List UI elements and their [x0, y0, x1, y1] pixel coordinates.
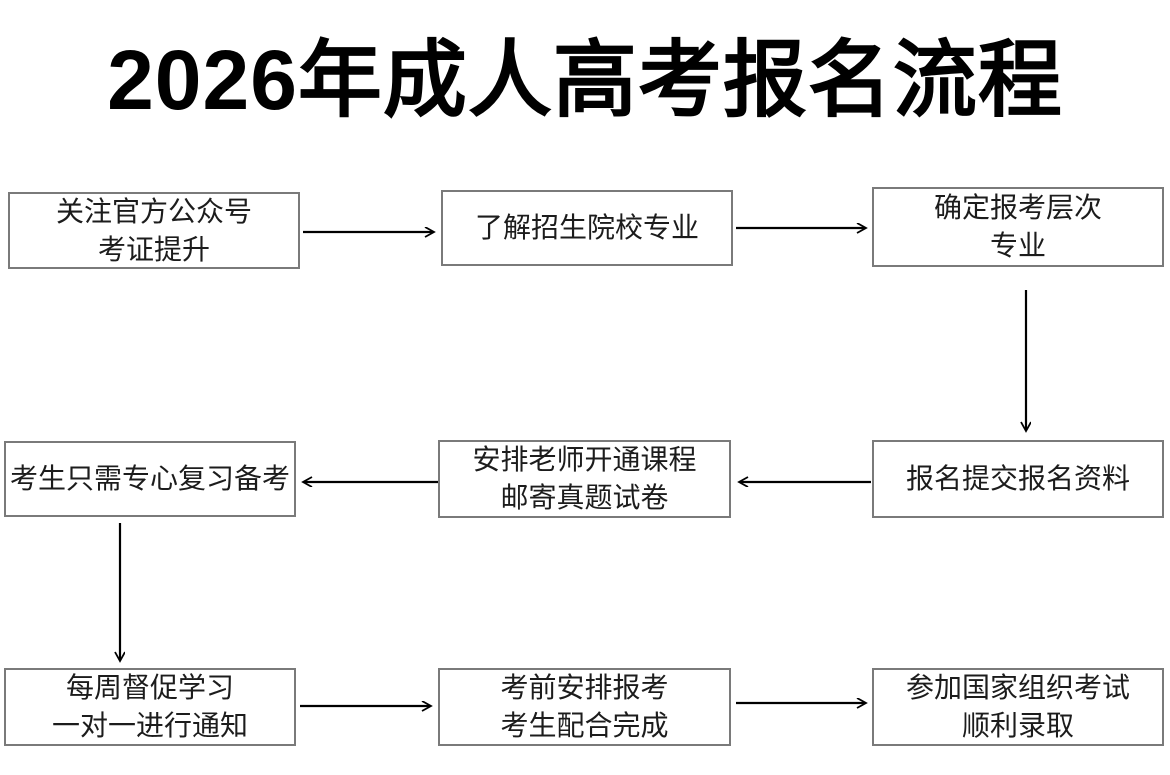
flow-step-7-line-1: 每周督促学习	[65, 672, 234, 703]
flow-step-1-line-1: 关注官方公众号	[55, 195, 252, 227]
flow-step-8-line-2: 考生配合完成	[500, 710, 669, 741]
flow-step-5-line-2: 邮寄真题试卷	[500, 482, 669, 513]
flow-step-5: 安排老师开通课程 邮寄真题试卷	[438, 440, 731, 518]
flow-step-1-line-2: 考证提升	[97, 233, 210, 265]
flow-step-5-line-1: 安排老师开通课程	[472, 444, 697, 475]
flow-step-7: 每周督促学习 一对一进行通知	[4, 668, 296, 746]
flow-step-9-line-1: 参加国家组织考试	[905, 672, 1130, 703]
flow-step-4: 报名提交报名资料	[872, 440, 1164, 518]
flow-step-1: 关注官方公众号 考证提升	[8, 192, 300, 269]
page-title: 2026年成人高考报名流程	[107, 33, 1063, 127]
flow-step-6: 考生只需专心复习备考	[4, 441, 296, 517]
flow-step-3: 确定报考层次 专业	[872, 187, 1164, 267]
flow-step-8-line-1: 考前安排报考	[500, 672, 669, 703]
flow-step-3-line-2: 专业	[989, 230, 1046, 261]
flow-step-6-line-1: 考生只需专心复习备考	[9, 463, 290, 494]
flow-step-2: 了解招生院校专业	[441, 190, 733, 266]
flow-step-9: 参加国家组织考试 顺利录取	[872, 668, 1164, 746]
flow-step-3-line-1: 确定报考层次	[933, 192, 1102, 223]
flow-step-9-line-2: 顺利录取	[961, 710, 1074, 741]
flow-step-7-line-2: 一对一进行通知	[51, 710, 248, 741]
flow-step-8: 考前安排报考 考生配合完成	[438, 668, 731, 746]
flow-step-2-line-1: 了解招生院校专业	[474, 212, 699, 243]
flow-step-4-line-1: 报名提交报名资料	[905, 463, 1130, 494]
